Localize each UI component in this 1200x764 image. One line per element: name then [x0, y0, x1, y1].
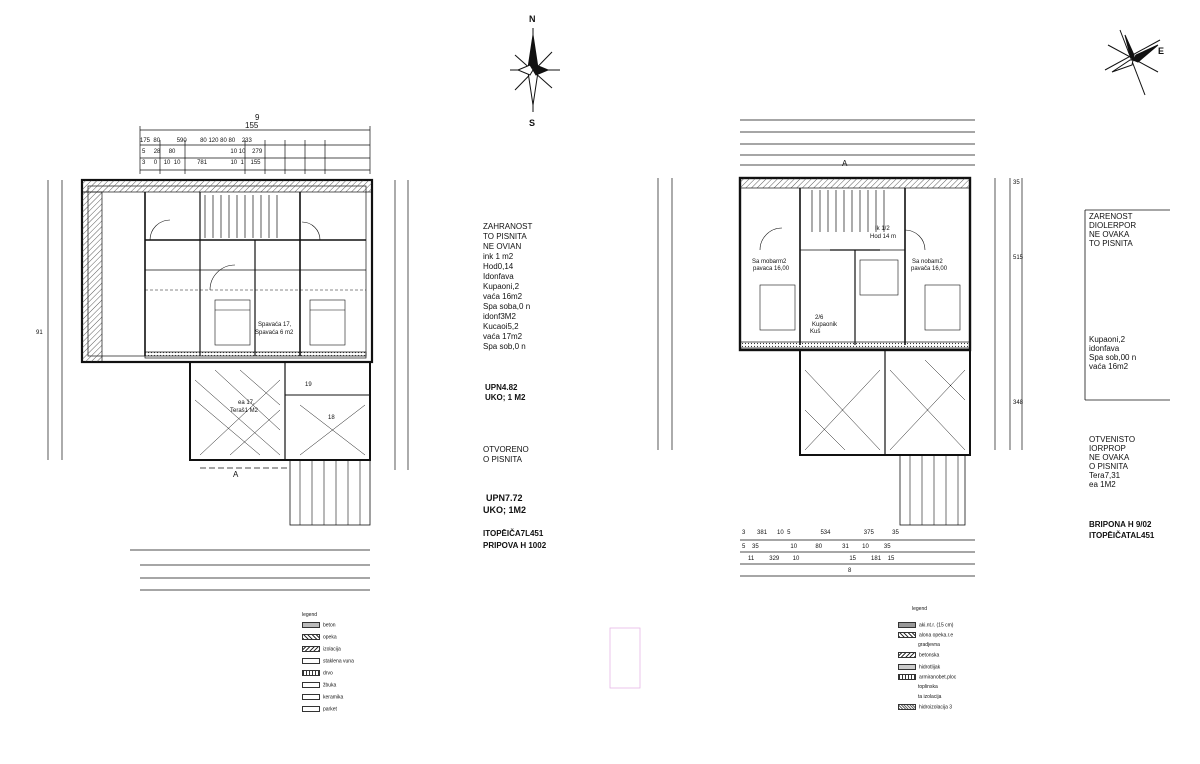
legend-title-right: legend: [912, 606, 928, 612]
legend-title-left: legend: [302, 612, 318, 618]
left-overall-dim-2: 155: [245, 121, 259, 130]
legend-row-right-8: ta izolacija: [918, 694, 942, 700]
legend-row-right-3: gradjevna: [918, 642, 940, 648]
right-side-dim-3: 348: [1013, 400, 1024, 406]
right-summary-topic: ITOPĒIČATAL451: [1089, 531, 1155, 540]
legend-row-right-4: betonska: [898, 652, 939, 658]
room-label-right-2b: pavača 16,00: [911, 266, 948, 272]
room-code-18: 18: [328, 415, 335, 421]
right-notes-block2: Kupaoni,2 idonfava Spa sob,00 n vaća 16m…: [1089, 335, 1137, 371]
compass-left-icon: [510, 28, 560, 112]
legend-row-right-6: armiranobet.ploc: [898, 674, 956, 680]
left-summary-upn: UPN4.82: [485, 383, 518, 392]
open-title-2: O PISNITA: [483, 455, 522, 464]
room-area-spavaca: Spavaća 6 m2: [255, 330, 294, 336]
legend-row-right-1: aki.nt.r. (15 cm): [898, 622, 953, 628]
legend-row-left-7: keramika: [302, 694, 343, 700]
left-summary-topic: ITOPĒIČA7L451: [483, 529, 544, 538]
room-label-right-1b: pavaca 16,00: [753, 266, 790, 272]
section-mark-right: A: [842, 159, 848, 168]
right-dim-row2: 5 35 10 80 31 10 35: [742, 544, 891, 550]
right-notes-block3: OTVENISTO IORPROP NE OVAKA O PISNITA Ter…: [1089, 435, 1136, 489]
left-summary-pripova: PRIPOVA H 1002: [483, 541, 547, 550]
left-summary-upn2: UPN7.72: [486, 493, 523, 503]
left-dim-row2: 5 28 80 10 10 279: [142, 149, 263, 155]
room-label-toilet: 2/6: [815, 315, 824, 321]
legend-row-right-2: alona opeka.r.e: [898, 632, 953, 638]
left-floor-plan: [47, 126, 409, 591]
legend-row-left-4: staklena vuna: [302, 658, 354, 664]
right-floor-plan: [657, 119, 1023, 577]
left-dim-row3: 3 0 10 10 781 10 1 155: [142, 160, 261, 166]
room-label-right-1: Sa mobarm2: [752, 259, 787, 265]
right-notes-block1: ZARENOST DIOLERPOR NE OVAKA TO PISNITA: [1089, 212, 1137, 248]
legend-row-left-3: izolacija: [302, 646, 341, 652]
room-code-19: 19: [305, 382, 312, 388]
right-bottom-overall: 8: [848, 568, 852, 574]
right-summary-bripona: BRIPONA H 9/02: [1089, 520, 1152, 529]
left-dim-row1: 175 80 590 80 120 80 80 233: [140, 138, 252, 144]
legend-row-right-7: toplinska: [918, 684, 938, 690]
legend-row-left-5: drvo: [302, 670, 333, 676]
compass-east-label: E: [1158, 46, 1165, 56]
room-label-right-2: Sa nobam2: [912, 259, 943, 265]
room-label-toilet-c: Kuš: [810, 329, 821, 335]
legend-row-left-8: parket: [302, 706, 337, 712]
legend-row-right-9: hidroizolacija 3: [898, 704, 952, 710]
left-overall-dim: 9: [255, 113, 260, 122]
room-label-spavaca: Spavaća 17,: [258, 322, 292, 328]
left-summary-uko: UKO; 1 M2: [485, 393, 526, 402]
legend-row-left-6: žbuka: [302, 682, 336, 688]
right-dim-row3: 11 329 10 15 181 15: [748, 556, 895, 562]
legend-row-right-5: hidrotlijak: [898, 664, 940, 670]
room-label-center: Ik 1/2: [875, 226, 890, 232]
open-title-1: OTVORENO: [483, 445, 529, 454]
section-mark-left: A: [233, 470, 239, 479]
compass-north-label: N: [529, 14, 536, 24]
left-notes: ZAHRANOST TO PISNITA NE OVIAN ink 1 m2 H…: [483, 222, 533, 351]
room-label-center-b: Hod 14 m: [870, 234, 897, 240]
room-area-terasa: Teraš1 M2: [230, 408, 259, 414]
compass-south-label: S: [529, 118, 536, 128]
legend-row-left-1: beton: [302, 622, 336, 628]
room-label-terasa: ea 17,: [238, 400, 255, 406]
right-dim-row1: 3 381 10 5 534 375 35: [742, 530, 899, 536]
right-side-dim-2: 515: [1013, 255, 1024, 261]
legend-row-left-2: opeka: [302, 634, 337, 640]
left-side-dim: 91: [36, 330, 43, 336]
compass-right-icon: [1104, 29, 1161, 96]
right-side-dim-1: 35: [1013, 180, 1020, 186]
room-label-toilet-b: Kupaonik: [812, 322, 838, 328]
left-summary-uko2: UKO; 1M2: [483, 505, 527, 515]
